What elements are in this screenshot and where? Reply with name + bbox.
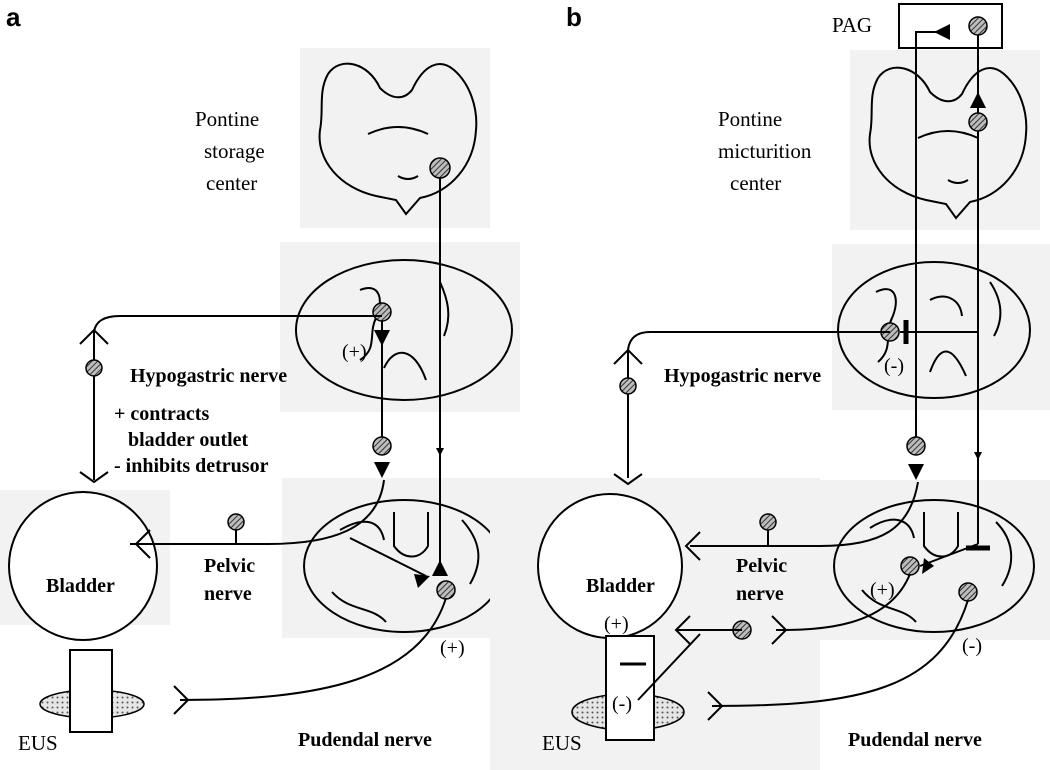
pudendal-nerve-label: Pudendal nerve (298, 729, 432, 751)
hypogastric-effects-label: + contracts bladder outlet - inhibits de… (114, 403, 269, 477)
sacral-gray-center (393, 512, 429, 558)
hypogastric-ganglion-synapse (79, 328, 109, 345)
pelvic-efferent-ending (674, 615, 691, 645)
panel-a-letter: a (6, 2, 21, 32)
sacral-interneuron-terminal (414, 574, 430, 588)
bladder (8, 491, 158, 641)
thoracic-cord-background (280, 242, 520, 412)
pons-background (300, 48, 490, 228)
pelvic-nerve-label: Pelvic nerve (736, 555, 792, 605)
pmc-neuron (968, 112, 988, 132)
thoracic-cord-background (832, 244, 1050, 410)
pontine-storage-neuron (429, 157, 451, 179)
thoracic-gray-right (439, 281, 450, 337)
hypogastric-bladder-ending (613, 473, 643, 486)
pudendal-ending (707, 691, 724, 721)
pudendal-ending (173, 685, 190, 715)
hypogastric-nerve (93, 315, 382, 480)
pontine-storage-label: Pontine storage center (195, 107, 270, 195)
onuf-motor-neuron (958, 582, 978, 602)
bladder-sign: (+) (604, 613, 629, 635)
hypogastric-bladder-ending (79, 471, 109, 484)
pelvic-afferent-nerve (130, 479, 385, 545)
hypogastric-nerve-label: Hypogastric nerve (664, 365, 821, 387)
hypogastric-ganglion-neuron (85, 359, 103, 377)
pons-outline (868, 66, 1028, 220)
sacral-relay-terminal (374, 462, 390, 478)
pelvic-afferent-nerve (690, 481, 919, 547)
thoracic-gray-center (929, 350, 967, 377)
thoracic-terminal (374, 330, 390, 346)
pelvic-nerve-label: Pelvic nerve (204, 555, 260, 605)
pons-inner-notch (397, 175, 419, 180)
thoracic-preganglionic-neuron (372, 302, 392, 322)
pons-outline (318, 62, 478, 216)
thoracic-gray-right (989, 281, 1002, 337)
pontine-excitatory-terminal (432, 560, 448, 576)
eus-label: EUS (18, 731, 58, 755)
panel-a: a (0, 2, 520, 755)
onuf-motor-neuron (436, 580, 456, 600)
hypogastric-ganglion-synapse (613, 348, 643, 365)
sacral-cord-outline (833, 499, 1035, 633)
sacral-pelvic-neuron (900, 556, 920, 576)
eus-sign: (-) (612, 693, 632, 715)
pons-inner-arc (367, 126, 429, 135)
sacral-pelvic-sign: (+) (870, 579, 895, 601)
sacral-gray-left-bottom (331, 591, 387, 623)
sacral-gray-center (923, 512, 959, 558)
pelvic-efferent-synapse (771, 615, 788, 645)
panel-b: b PAG (490, 2, 1050, 770)
thoracic-gray-center (383, 351, 427, 381)
bladder-label: Bladder (586, 575, 655, 597)
pontine-tract-arrow (436, 448, 444, 456)
pmc-excitatory-terminal (970, 92, 986, 108)
sacral-gray-right (461, 519, 480, 585)
hypogastric-ganglion-neuron (619, 377, 637, 395)
sacral-interneuron-link (349, 537, 427, 577)
thoracic-gray-top (929, 295, 963, 317)
pudendal-nerve (179, 597, 447, 701)
pons-background (850, 50, 1040, 230)
pelvic-ganglion-neuron (759, 513, 777, 531)
sacral-relay-terminal (908, 464, 924, 480)
eus-label: EUS (542, 731, 582, 755)
thoracic-cord-outline (837, 261, 1031, 399)
urethra (69, 649, 113, 733)
sacral-interneuron-terminal (922, 558, 934, 574)
sacral-pudendal-sign: (-) (962, 635, 982, 657)
pelvic-efferent-postsynaptic (775, 573, 911, 631)
sacral-gray-left-bottom (861, 589, 917, 623)
thoracic-cord-outline (295, 259, 513, 401)
panel-b-letter: b (566, 2, 582, 32)
sacral-relay-neuron (372, 436, 392, 456)
sacral-gray-left-top (869, 518, 915, 539)
eus-inhibition-link (637, 633, 701, 701)
pag-terminal (934, 24, 950, 40)
pudendal-nerve (711, 599, 969, 707)
pag-neuron (968, 16, 988, 36)
sacral-sign: (+) (440, 637, 465, 659)
pons-inner-arc (917, 130, 979, 139)
sacral-gray-right (995, 521, 1013, 587)
pelvic-ganglion-neuron (227, 513, 245, 531)
pag-label: PAG (832, 13, 872, 37)
pelvic-afferent-ending (134, 529, 151, 559)
pontine-micturition-label: Pontine micturition center (718, 107, 817, 195)
pons-inner-notch (947, 179, 969, 184)
sacral-gray-left-top (339, 520, 385, 541)
sacral-cord-background (282, 478, 507, 638)
pudendal-nerve-label: Pudendal nerve (848, 729, 982, 751)
urethra (605, 635, 655, 741)
sacral-relay-neuron (906, 436, 926, 456)
thoracic-sign: (+) (342, 341, 367, 363)
bladder-label: Bladder (46, 575, 115, 597)
descending-tract-arrow (974, 452, 982, 460)
hypogastric-nerve-label: Hypogastric nerve (130, 365, 287, 387)
thoracic-gray-left (875, 288, 897, 363)
thoracic-sign: (-) (884, 355, 904, 377)
sacral-interneuron-link (919, 543, 979, 567)
pelvic-afferent-ending (684, 531, 701, 561)
